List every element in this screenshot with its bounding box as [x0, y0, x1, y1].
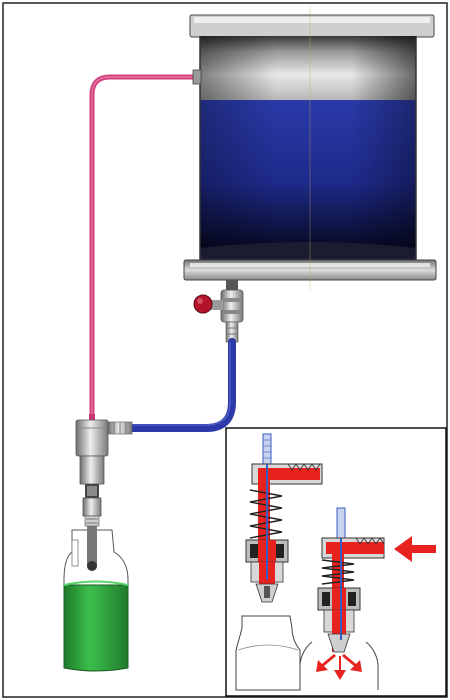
filling-valve-icon	[75, 414, 133, 527]
inset-detail-panel	[225, 427, 447, 697]
pressure-line-icon	[89, 74, 199, 421]
bottle-icon	[63, 526, 129, 672]
tank-icon	[183, 6, 437, 290]
inflow-arrow-icon	[394, 536, 436, 562]
outflow-arrows-icon	[316, 654, 362, 680]
closed-valve-cutaway-icon	[235, 433, 323, 691]
stopcock-valve-icon	[193, 280, 244, 343]
product-hose-icon	[126, 338, 236, 432]
open-valve-cutaway-icon	[299, 507, 385, 690]
